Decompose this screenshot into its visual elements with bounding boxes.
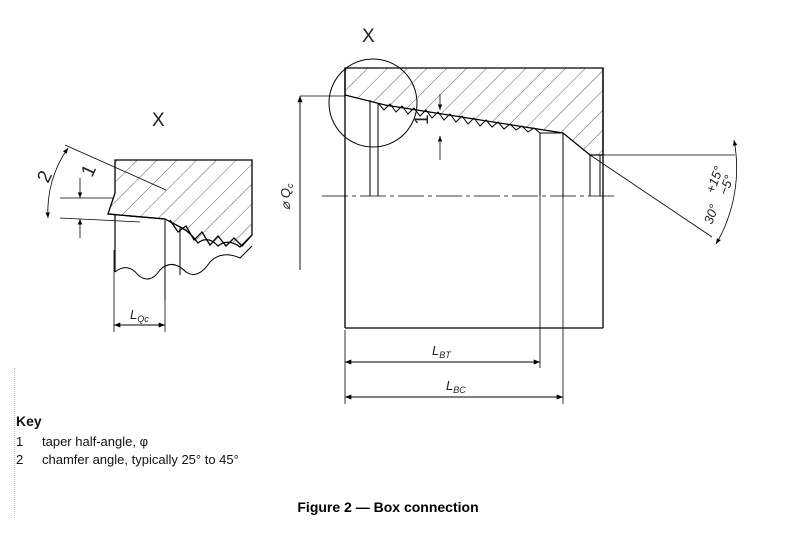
main-wall-section [344, 67, 604, 156]
angle-minus-label: −5° [716, 173, 737, 197]
key-item-number: 2 [16, 452, 24, 467]
detail-ref-label: X [362, 26, 375, 47]
detail-label: X [152, 110, 165, 131]
dim-lbc-label: LBC [446, 378, 466, 395]
key-title: Key [16, 413, 42, 429]
key-item-text: chamfer angle, typically 25° to 45° [42, 452, 239, 467]
main-taper-callout: 1 [412, 114, 433, 125]
margin-dots [14, 368, 17, 518]
dim-lqc-label: LQc [130, 307, 149, 324]
diameter-label: ⌀Qc [278, 183, 295, 210]
main-thread-teeth [377, 102, 563, 134]
key-section: Key 1 taper half-angle, φ 2 chamfer angl… [16, 413, 316, 470]
detail-break-line [114, 245, 253, 280]
detail-view [45, 144, 253, 332]
key-item-number: 1 [16, 434, 24, 449]
dim-lbt-label: LBT [432, 343, 452, 360]
figure-caption: Figure 2 — Box connection [297, 499, 479, 515]
key-item: 2 chamfer angle, typically 25° to 45° [16, 452, 316, 467]
detail-thread-teeth [169, 219, 253, 247]
main-view [297, 58, 738, 404]
key-item: 1 taper half-angle, φ [16, 434, 316, 449]
detail-callout-taper: 1 [77, 162, 101, 180]
key-item-text: taper half-angle, φ [42, 434, 148, 449]
angle-base-label: 30° [701, 202, 722, 226]
detail-callout-chamfer: 2 [33, 168, 57, 186]
